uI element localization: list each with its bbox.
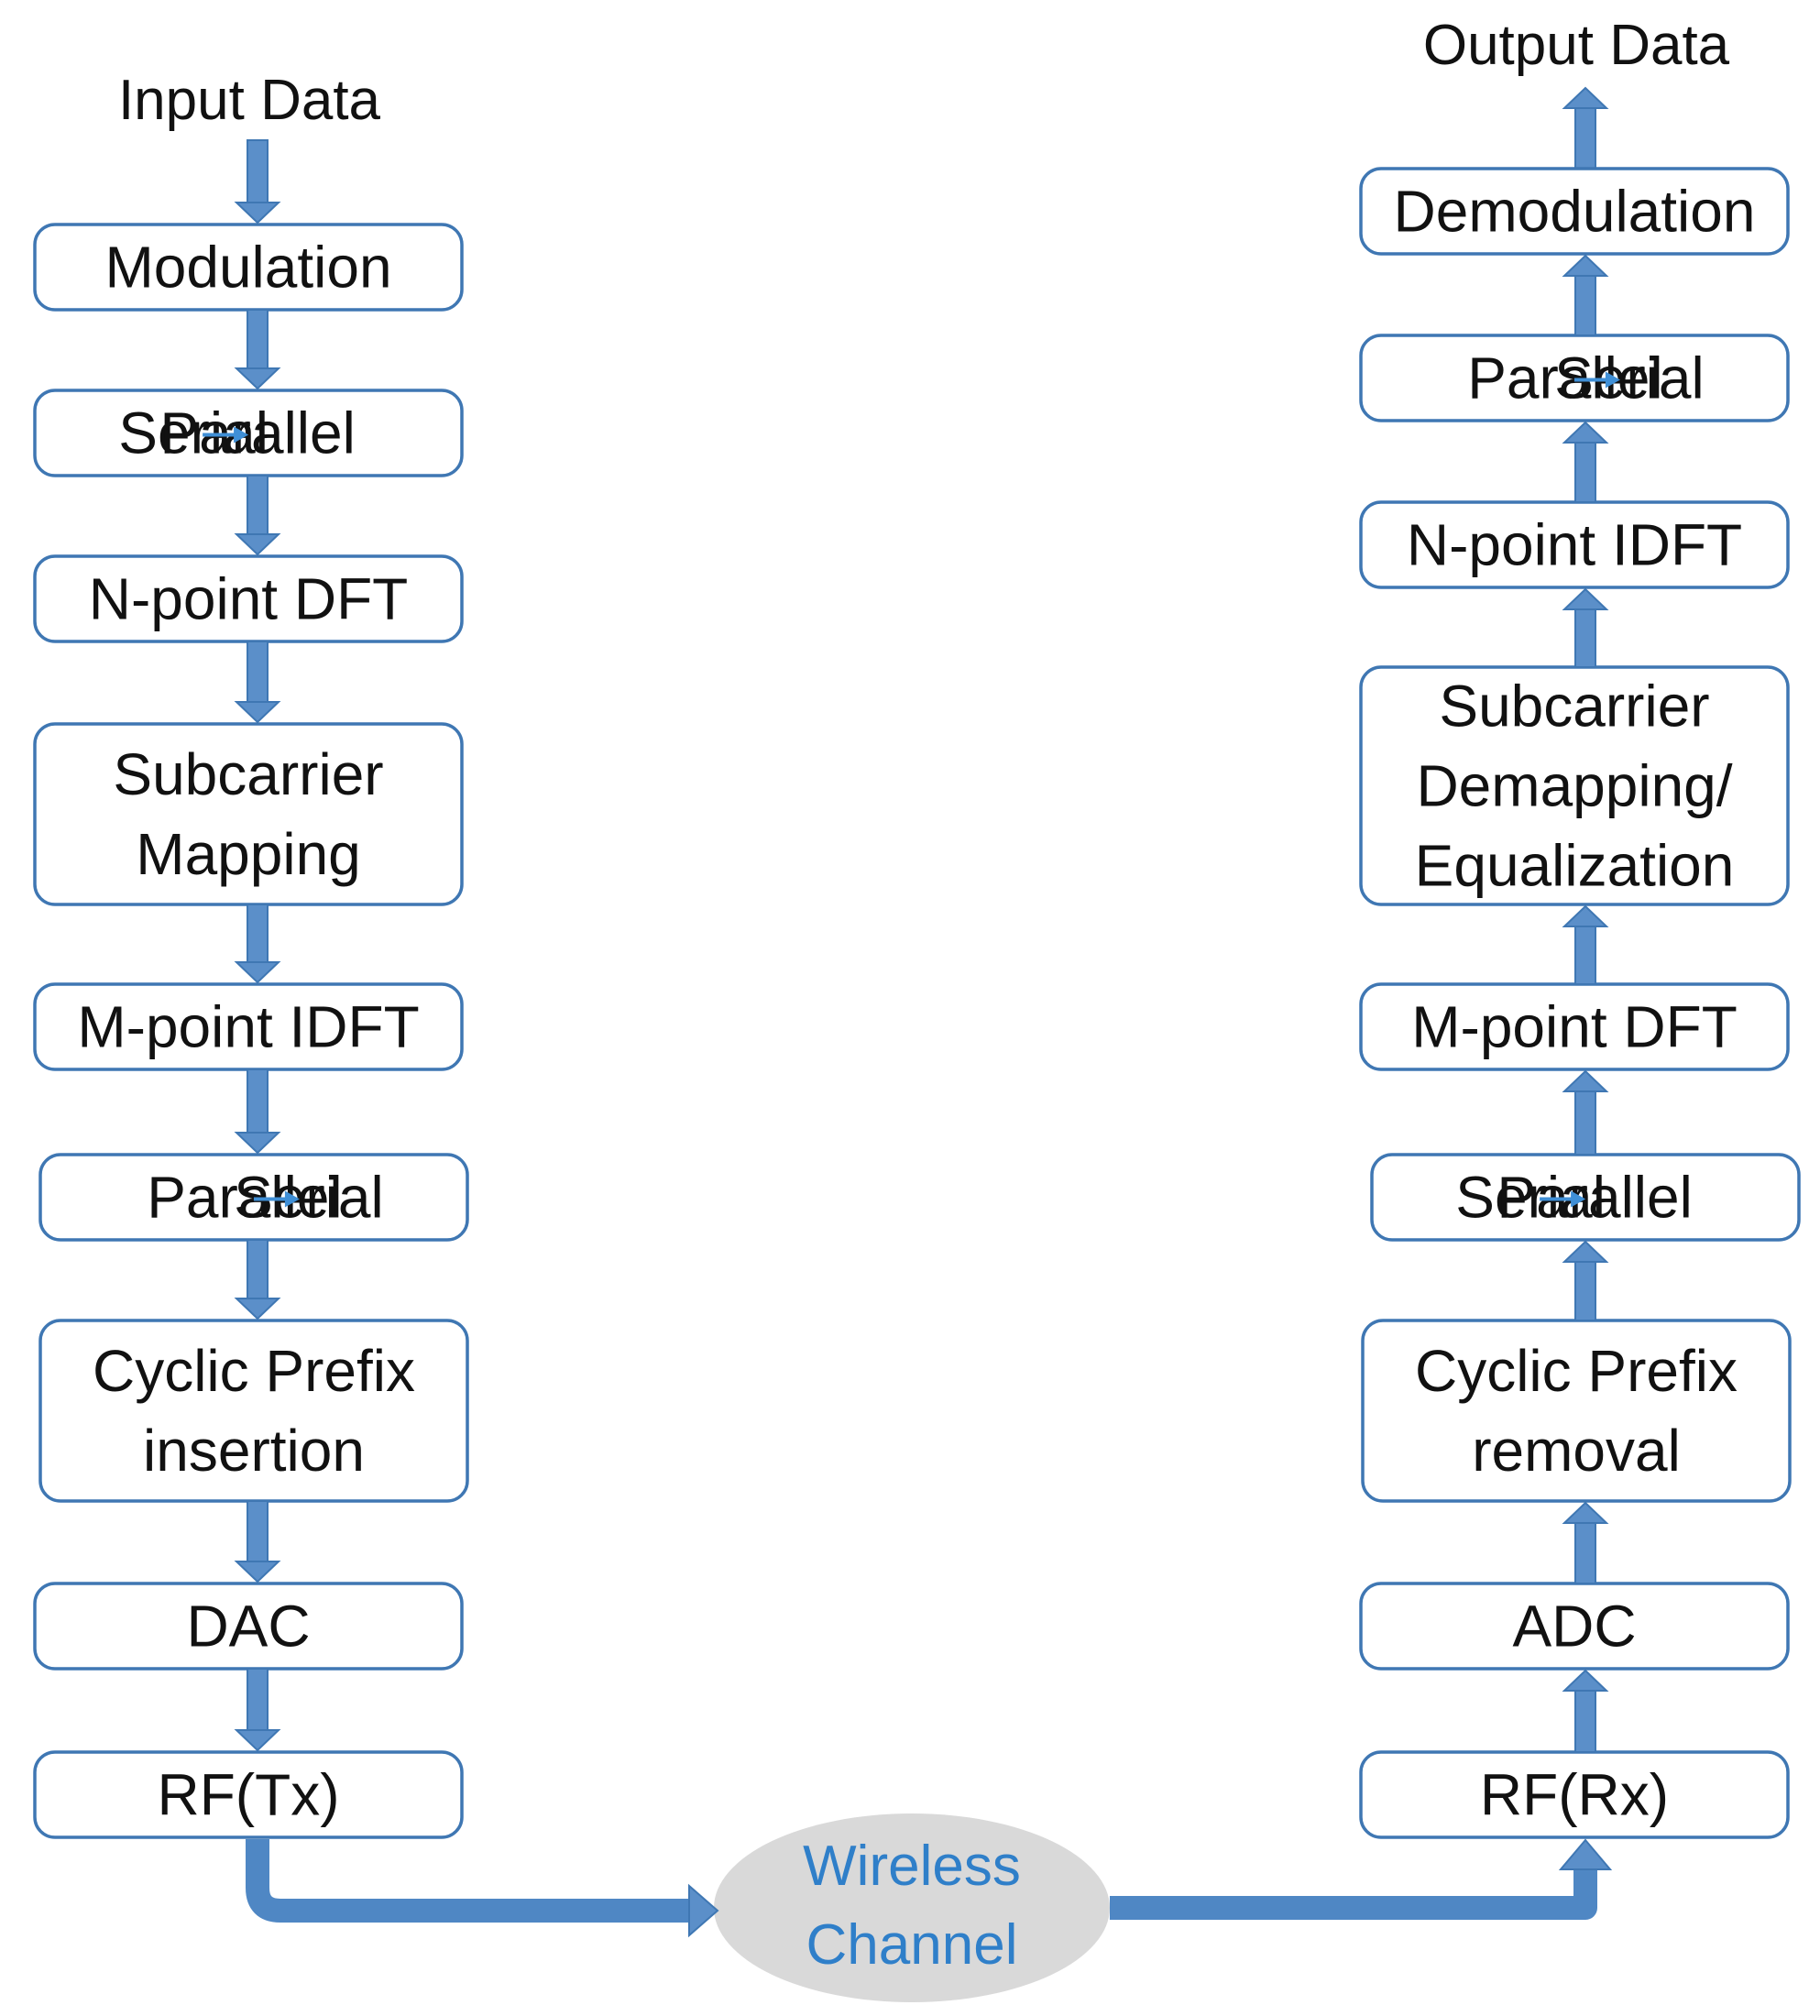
up-arrow-icon <box>1562 254 1609 336</box>
down-arrow-icon <box>234 1239 281 1320</box>
transmitter-cyclic-prefix-insertion-label-1: insertion <box>143 1418 365 1484</box>
transmitter-cyclic-prefix-insertion-label-0: Cyclic Prefix <box>93 1338 415 1404</box>
output-data-label: Output Data <box>1423 14 1730 77</box>
down-arrow-icon <box>234 1668 281 1752</box>
receiver-rf-rx-label-0: RF(Rx) <box>1480 1762 1669 1828</box>
transmitter-block-rf-tx: RF(Tx) <box>33 1750 464 1839</box>
transmitter-block-n-point-dft: N-point DFT <box>33 554 464 643</box>
up-arrow-icon <box>1562 1669 1609 1753</box>
receiver-subcarrier-demapping-equalization-label-1: Demapping/ <box>1416 753 1732 819</box>
down-arrow-icon <box>234 475 281 556</box>
transmitter-block-dac: DAC <box>33 1582 464 1671</box>
inline-arrow-icon <box>1540 1190 1586 1208</box>
receiver-subcarrier-demapping-equalization-label-2: Equalization <box>1415 833 1735 899</box>
down-arrow-icon <box>234 309 281 390</box>
receiver-block-demodulation: Demodulation <box>1359 167 1790 256</box>
receiver-block-rf-rx: RF(Rx) <box>1359 1750 1790 1839</box>
transmitter-dac-label-0: DAC <box>186 1594 310 1660</box>
receiver-block-n-point-idft: N-point IDFT <box>1359 500 1790 589</box>
receiver-adc-label-0: ADC <box>1512 1594 1636 1660</box>
inline-arrow-icon <box>203 426 249 444</box>
transmitter-m-point-idft-label-0: M-point IDFT <box>77 994 419 1060</box>
receiver-n-point-idft-label-0: N-point IDFT <box>1407 512 1742 578</box>
channel-label-1: Channel <box>806 1913 1018 1977</box>
receiver-demodulation-label-0: Demodulation <box>1394 179 1756 245</box>
channel-label-0: Wireless <box>803 1835 1021 1898</box>
channel-to-rx-arrow <box>1110 1838 1613 1920</box>
receiver-block-cyclic-prefix-removal: Cyclic Prefix removal <box>1361 1319 1792 1503</box>
transmitter-subcarrier-mapping-label-1: Mapping <box>136 821 361 887</box>
up-arrow-icon <box>1562 587 1609 668</box>
transmitter-block-modulation: Modulation <box>33 223 464 312</box>
transmitter-modulation-label-0: Modulation <box>104 235 391 301</box>
up-arrow-icon <box>1562 904 1609 985</box>
receiver-m-point-dft-label-0: M-point DFT <box>1411 994 1738 1060</box>
down-arrow-icon <box>234 1068 281 1155</box>
receiver-block-m-point-dft: M-point DFT <box>1359 982 1790 1071</box>
transmitter-block-m-point-idft: M-point IDFT <box>33 982 464 1071</box>
transmitter-subcarrier-mapping-label-0: Subcarrier <box>113 741 383 807</box>
up-arrow-icon <box>1562 1240 1609 1321</box>
up-arrow-icon <box>1562 1501 1609 1584</box>
receiver-block-adc: ADC <box>1359 1582 1790 1671</box>
transmitter-n-point-dft-label-0: N-point DFT <box>89 566 409 632</box>
inline-arrow-icon <box>253 1190 300 1208</box>
tx-to-channel-arrow <box>246 1839 719 1938</box>
down-arrow-icon <box>234 904 281 984</box>
down-arrow-icon <box>234 139 281 225</box>
receiver-cyclic-prefix-removal-label-1: removal <box>1472 1418 1681 1484</box>
inline-arrow-icon <box>1573 371 1620 389</box>
up-arrow-icon <box>1562 1069 1609 1156</box>
down-arrow-icon <box>234 1500 281 1583</box>
down-arrow-icon <box>234 641 281 724</box>
receiver-parallel-to-serial-from-label: Parallel <box>1467 345 1662 411</box>
receiver-subcarrier-demapping-equalization-label-0: Subcarrier <box>1439 674 1709 740</box>
up-arrow-icon <box>1562 86 1609 170</box>
transmitter-block-cyclic-prefix-insertion: Cyclic Prefix insertion <box>38 1319 469 1503</box>
input-data-label: Input Data <box>118 69 381 132</box>
transmitter-rf-tx-label-0: RF(Tx) <box>157 1762 339 1828</box>
receiver-cyclic-prefix-removal-label-0: Cyclic Prefix <box>1415 1338 1738 1404</box>
transmitter-serial-to-parallel-to-label: Parallel <box>159 400 355 466</box>
up-arrow-icon <box>1562 421 1609 503</box>
receiver-serial-to-parallel-to-label: Parallel <box>1497 1165 1692 1231</box>
transmitter-parallel-to-serial-from-label: Parallel <box>147 1165 342 1231</box>
